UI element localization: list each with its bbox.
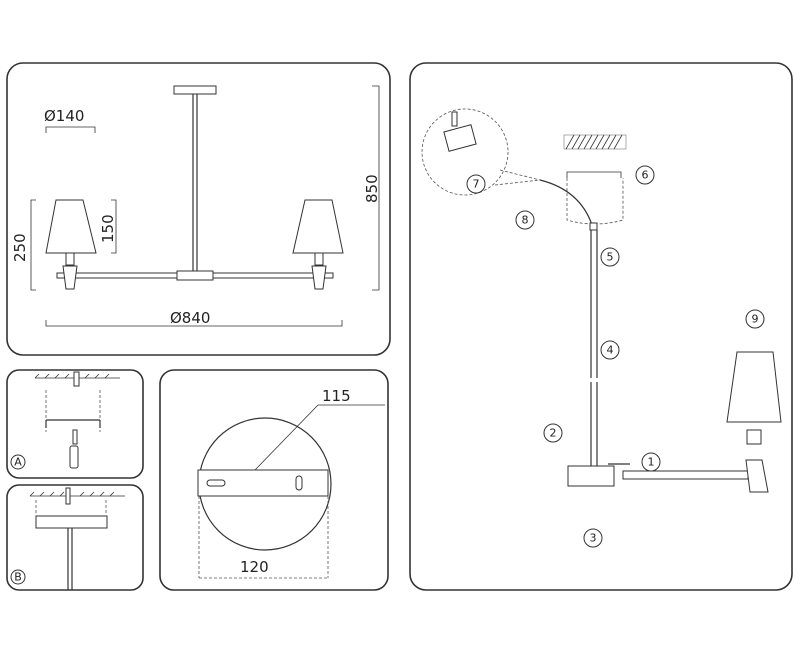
ceiling-canopy <box>173 85 217 95</box>
step-4-marker: 4 <box>607 344 614 357</box>
step-a-panel: A <box>6 369 144 479</box>
step-1-marker: 1 <box>648 456 655 469</box>
step-b-panel: B <box>6 484 144 591</box>
left-shade <box>45 199 97 254</box>
step-7-marker: 7 <box>473 178 480 191</box>
total-width-label: Ø840 <box>170 309 210 327</box>
shade-diameter-label: Ø140 <box>44 107 84 125</box>
step-3-marker: 3 <box>590 532 597 545</box>
right-shade <box>292 199 344 254</box>
step-6-marker: 6 <box>642 169 649 182</box>
lamp-height-label: 250 <box>11 233 29 262</box>
step-5-marker: 5 <box>607 251 614 264</box>
step-a-marker: A <box>14 456 22 469</box>
step-markers: 6 7 8 5 4 9 2 1 3 <box>466 165 765 548</box>
assembly-panel: 6 7 8 5 4 9 2 1 3 <box>409 62 793 591</box>
dimensions-panel: Ø140 150 250 850 Ø840 <box>6 62 391 356</box>
step-b-marker: B <box>14 571 22 584</box>
step-9-marker: 9 <box>752 313 759 326</box>
total-height-label: 850 <box>363 174 381 203</box>
center-hub <box>176 270 214 281</box>
step-8-marker: 8 <box>522 214 529 227</box>
plate-width-label: 120 <box>240 558 269 576</box>
shade-height-label: 150 <box>99 214 117 243</box>
step-2-marker: 2 <box>550 427 557 440</box>
mounting-plate-panel: 115 120 <box>159 369 389 591</box>
plate-height-label: 115 <box>322 387 351 405</box>
